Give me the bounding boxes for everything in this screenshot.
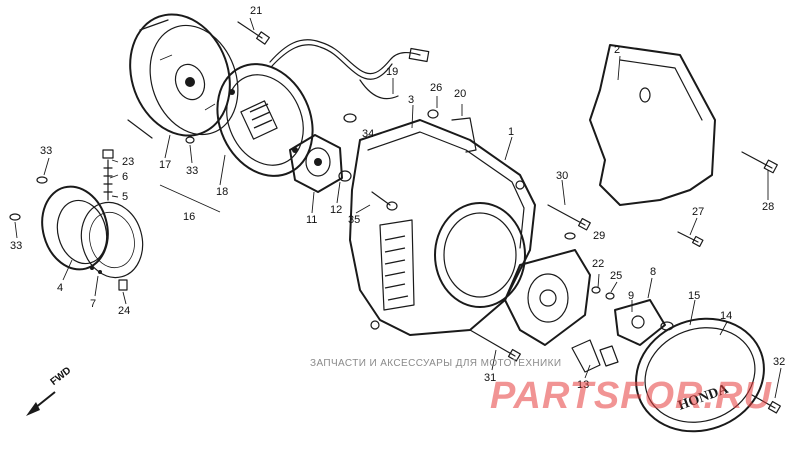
part-label-17: 17 <box>159 159 172 171</box>
leader-lines <box>14 17 782 399</box>
wire-harness <box>269 39 430 100</box>
part-label-23: 23 <box>122 156 135 168</box>
flywheel <box>127 13 239 139</box>
pulser-coil <box>289 134 343 193</box>
part-label-9: 9 <box>628 290 635 302</box>
part-label-35: 35 <box>348 214 361 226</box>
part-label-13: 13 <box>577 379 590 391</box>
part-label-4: 4 <box>57 282 64 294</box>
watermark-caption: ЗАПЧАСТИ И АКСЕССУАРЫ ДЛЯ МОТОТЕХНИКИ <box>310 358 562 369</box>
part-label-28: 28 <box>762 201 775 213</box>
part-label-15: 15 <box>688 290 701 302</box>
part-label-22: 22 <box>592 258 605 270</box>
part-label-26: 26 <box>430 82 443 94</box>
part-label-7: 7 <box>90 298 97 310</box>
watermark-logo: PARTSFOR.RU <box>490 375 772 417</box>
breaker-assembly <box>614 299 666 346</box>
part-label-3: 3 <box>408 94 415 106</box>
side-cover <box>589 44 716 206</box>
crankcase-cover <box>349 119 536 336</box>
timing-plate <box>504 249 591 346</box>
part-label-1: 1 <box>508 126 515 138</box>
part-label-21: 21 <box>250 5 263 17</box>
part-label-30: 30 <box>556 170 569 182</box>
part-label-24: 24 <box>118 305 131 317</box>
part-label-34: 34 <box>362 128 375 140</box>
part-label-32: 32 <box>773 356 786 368</box>
part-label-33-center: 33 <box>186 165 199 177</box>
part-label-33-left: 33 <box>40 145 53 157</box>
part-label-5: 5 <box>122 191 129 203</box>
fwd-arrow-icon <box>26 391 56 416</box>
part-label-12: 12 <box>330 204 343 216</box>
part-label-20: 20 <box>454 88 467 100</box>
stator-plate <box>216 63 314 177</box>
part-label-19: 19 <box>386 66 399 78</box>
part-label-16: 16 <box>183 211 196 223</box>
part-label-29: 29 <box>593 230 606 242</box>
part-label-33-lower: 33 <box>10 240 23 252</box>
part-label-18: 18 <box>216 186 229 198</box>
part-label-2: 2 <box>614 44 621 56</box>
part-label-11: 11 <box>306 214 318 226</box>
part-label-14: 14 <box>720 310 733 322</box>
left-cover-set <box>41 185 144 279</box>
fasteners <box>9 21 781 414</box>
part-label-6: 6 <box>122 171 129 183</box>
part-label-25: 25 <box>610 270 623 282</box>
part-label-31: 31 <box>484 372 497 384</box>
part-label-27: 27 <box>692 206 705 218</box>
point-cover <box>635 317 765 433</box>
part-label-8: 8 <box>650 266 657 278</box>
